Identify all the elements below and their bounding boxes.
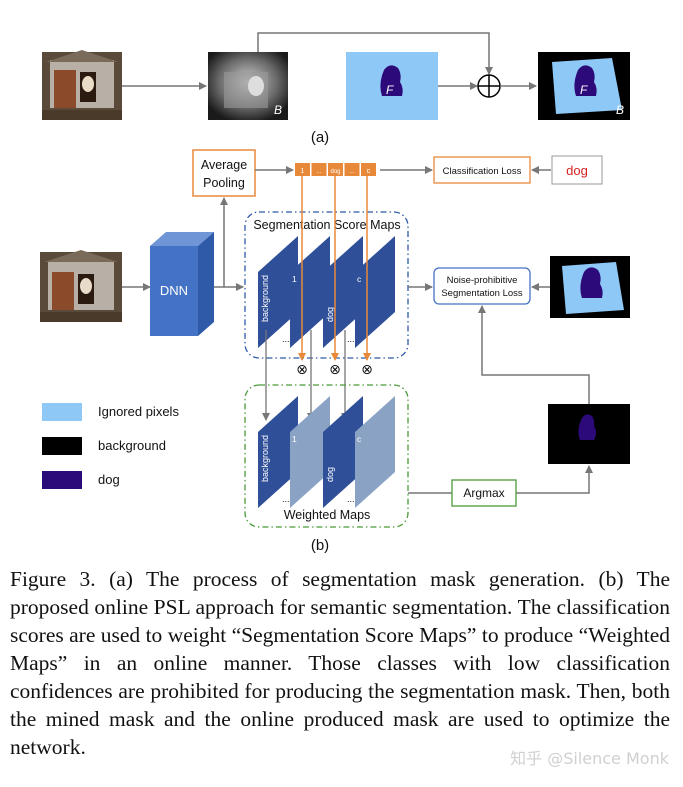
circle-plus-icon (477, 74, 501, 98)
sublabel-a: (a) (311, 129, 329, 146)
sublabel-b: (b) (311, 537, 329, 554)
legend-label: dog (98, 472, 120, 487)
score-cell-label: 1 (300, 166, 304, 175)
foreground-cue-map: F (346, 52, 438, 120)
map-label: background (260, 275, 270, 322)
legend-label: background (98, 438, 166, 453)
map-ellipsis: ... (347, 334, 355, 344)
feature-map (323, 396, 363, 508)
map-ellipsis: ... (282, 334, 290, 344)
noise-prohibitive-loss-box: Noise-prohibitive Segmentation Loss (433, 267, 531, 305)
map-label: c (357, 274, 362, 284)
feature-map (323, 236, 363, 348)
dnn-label: DNN (160, 283, 188, 298)
multiply-icon: ⊗ (329, 362, 341, 378)
fg-map-label: F (386, 83, 394, 97)
map-ellipsis: ... (282, 494, 290, 504)
ground-truth-label-box: dog (551, 155, 603, 185)
map-ellipsis: ... (347, 494, 355, 504)
map-label: dog (325, 467, 335, 482)
input-photo-a (42, 50, 122, 120)
score-cell-label: dog (330, 169, 340, 175)
score-cell (344, 163, 360, 176)
classification-score-vector: 1... dog... c (295, 163, 376, 176)
argmax-label: Argmax (463, 486, 504, 500)
feature-map (355, 236, 395, 348)
feature-map (290, 396, 330, 508)
noise-loss-line2: Segmentation Loss (441, 288, 523, 299)
dnn-block: DNN (150, 232, 214, 336)
score-cell (311, 163, 327, 176)
score-cell (295, 163, 310, 176)
gt-label: dog (566, 163, 588, 178)
weighted-maps-title: Weighted Maps (284, 508, 371, 522)
mined-mask-b (550, 256, 630, 318)
argmax-box: Argmax (451, 479, 517, 507)
legend: Ignored pixels background dog (42, 403, 179, 489)
score-cell (361, 163, 376, 176)
legend-swatch (42, 437, 82, 455)
mined-mask-a: F B (538, 52, 630, 120)
pooling-line2: Pooling (203, 176, 245, 190)
mask-label-F: F (580, 83, 588, 97)
map-label: 1 (292, 274, 297, 284)
map-label: background (260, 435, 270, 482)
map-label: c (357, 434, 362, 444)
feature-map (258, 396, 298, 508)
score-cell-label: c (367, 166, 371, 175)
classification-loss-label: Classification Loss (443, 166, 522, 177)
map-label: 1 (292, 434, 297, 444)
classification-loss-box: Classification Loss (433, 156, 531, 184)
score-maps: background 1 dog c...... (258, 236, 395, 348)
gray-map-label: B (274, 103, 282, 117)
watermark: 知乎 @Silence Monk (510, 749, 669, 768)
map-label: dog (325, 307, 335, 322)
noise-loss-line1: Noise-prohibitive (447, 275, 518, 286)
input-photo-b (40, 250, 122, 322)
feature-map (258, 236, 298, 348)
multiply-symbols: ⊗ ⊗ ⊗ (262, 330, 373, 421)
score-maps-title: Segmentation Score Maps (253, 218, 400, 232)
figure-caption: Figure 3. (a) The process of segmentatio… (10, 567, 670, 759)
average-pooling-box: Average Pooling (192, 149, 256, 197)
background-cue-map: B (208, 52, 288, 120)
weighted-maps-container (244, 384, 409, 528)
predicted-mask (548, 404, 630, 464)
score-cell-label: ... (349, 169, 354, 175)
legend-swatch (42, 403, 82, 421)
score-weight-arrows (298, 176, 371, 361)
score-cell-label: ... (316, 169, 321, 175)
legend-swatch (42, 471, 82, 489)
feature-map (290, 236, 330, 348)
legend-label: Ignored pixels (98, 404, 179, 419)
multiply-icon: ⊗ (361, 362, 373, 378)
multiply-icon: ⊗ (296, 362, 308, 378)
score-maps-container (244, 211, 409, 359)
mask-label-B: B (616, 103, 624, 117)
figure-diagram: B F F B (a) Average Pooling 1...dog...c … (40, 32, 630, 554)
pooling-line1: Average (201, 158, 247, 172)
feature-map (355, 396, 395, 508)
score-cell (328, 163, 343, 176)
weighted-maps: background 1 dog c...... (258, 396, 395, 508)
